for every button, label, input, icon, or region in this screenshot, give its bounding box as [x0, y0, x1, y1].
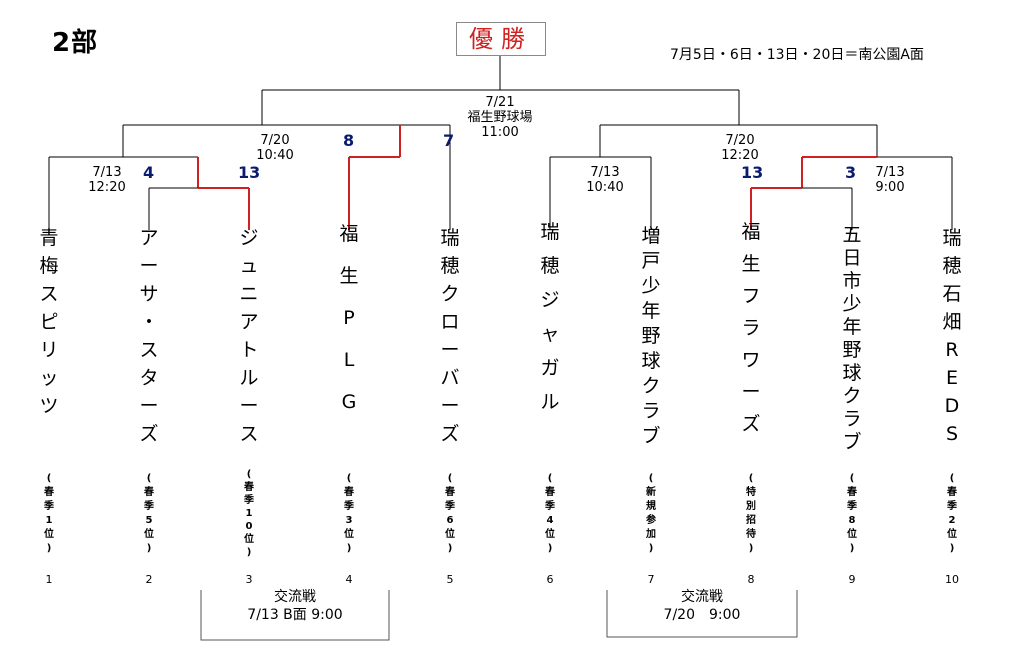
exchange-2: 交流戦 7/20 9:00 [622, 588, 782, 624]
right-semi-time: 12:20 [721, 148, 759, 163]
schedule-dates: 7月5日・6日・13日・20日＝南公園A面 [670, 47, 924, 63]
qf4-date: 7/13 [875, 165, 905, 180]
left-semi-date: 7/20 [260, 133, 290, 148]
team-name-8: 福 生 フ ラ ワ ー ズ [741, 221, 761, 435]
team-name-10: 瑞 穂 石 畑 R E D S [942, 227, 962, 445]
team-rank-5: ( 春 季 6 位 ) [445, 473, 455, 554]
qf4-score-left: 13 [741, 163, 764, 182]
final-time: 11:00 [481, 125, 519, 140]
team-rank-10: ( 春 季 2 位 ) [947, 473, 957, 554]
team-rank-8: ( 特 別 招 待 ) [746, 473, 756, 554]
qf3-time: 10:40 [586, 180, 624, 195]
qf3-date: 7/13 [590, 165, 620, 180]
team-number-1: 1 [45, 573, 53, 586]
team-name-2: ア ー サ ・ ス タ ー ズ [139, 227, 159, 445]
team-rank-6: ( 春 季 4 位 ) [545, 473, 555, 554]
team-name-1: 青 梅 ス ピ リ ッ ツ [39, 227, 59, 417]
team-name-4: 福 生 P L G [339, 223, 359, 413]
team-name-3: ジ ュ ニ ア ト ル ー ス [239, 227, 259, 445]
qf1-time: 12:20 [88, 180, 126, 195]
team-name-9: 五 日 市 少 年 野 球 ク ラ ブ [842, 224, 862, 453]
final-venue: 福生野球場 [467, 110, 533, 125]
team-rank-2: ( 春 季 5 位 ) [144, 473, 154, 554]
team-rank-9: ( 春 季 8 位 ) [847, 473, 857, 554]
right-semi-info: 7/20 12:20 [715, 133, 765, 163]
qf1-score-right: 13 [238, 163, 261, 182]
team-rank-3: ( 春 季 1 0 位 ) [244, 469, 254, 558]
exchange-1-box [200, 590, 390, 641]
qf1-date: 7/13 [92, 165, 122, 180]
team-name-5: 瑞 穂 ク ロ ー バ ー ズ [440, 227, 460, 445]
qf2-score-right: 7 [443, 131, 455, 150]
qf4-time: 9:00 [875, 180, 905, 195]
team-rank-7: ( 新 規 参 加 ) [646, 473, 656, 554]
left-semi-time: 10:40 [256, 148, 294, 163]
champion-box: 優勝 [456, 22, 546, 56]
left-semi-info: 7/20 10:40 [250, 133, 300, 163]
team-number-6: 6 [546, 573, 554, 586]
right-semi-date: 7/20 [725, 133, 755, 148]
team-number-8: 8 [747, 573, 755, 586]
team-name-6: 瑞 穂 ジ ャ ガ ル [540, 221, 560, 413]
team-number-2: 2 [145, 573, 153, 586]
final-date: 7/21 [485, 95, 515, 110]
left-semi-score-right: 8 [343, 131, 355, 150]
team-number-5: 5 [446, 573, 454, 586]
qf3-info: 7/13 10:40 [580, 165, 630, 195]
exchange-1-label: 交流戦 [274, 589, 316, 605]
exchange-2-detail: 7/20 9:00 [663, 607, 741, 623]
exchange-1: 交流戦 7/13 B面 9:00 [215, 588, 375, 624]
team-number-7: 7 [647, 573, 655, 586]
qf1-info: 7/13 12:20 [82, 165, 132, 195]
exchange-2-box [606, 590, 798, 638]
team-rank-1: ( 春 季 1 位 ) [44, 473, 54, 554]
team-number-3: 3 [245, 573, 253, 586]
qf4-score-right: 3 [845, 163, 857, 182]
exchange-1-detail: 7/13 B面 9:00 [247, 607, 343, 623]
team-name-7: 増 戸 少 年 野 球 ク ラ ブ [641, 225, 661, 447]
team-rank-4: ( 春 季 3 位 ) [344, 473, 354, 554]
team-number-10: 10 [945, 573, 959, 586]
exchange-2-label: 交流戦 [681, 589, 723, 605]
final-info: 7/21 福生野球場 11:00 [450, 95, 550, 140]
division-title: 2部 [52, 28, 99, 58]
team-number-4: 4 [345, 573, 353, 586]
qf1-score-left: 4 [143, 163, 155, 182]
team-number-9: 9 [848, 573, 856, 586]
qf4-info: 7/13 9:00 [866, 165, 914, 195]
